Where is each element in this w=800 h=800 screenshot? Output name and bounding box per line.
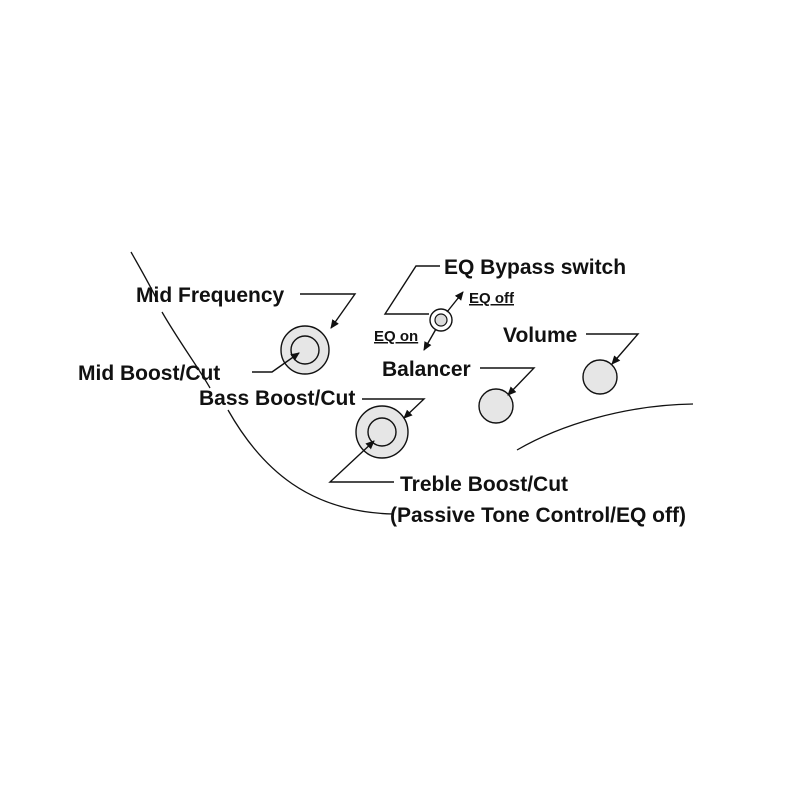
leader-bass-boost-cut	[362, 398, 426, 419]
label-passive-tone-control: (Passive Tone Control/EQ off)	[390, 504, 686, 527]
balancer-knob[interactable]	[478, 388, 514, 424]
mid-boost-cut-knob[interactable]	[290, 335, 320, 365]
volume-knob[interactable]	[582, 359, 618, 395]
label-balancer: Balancer	[382, 358, 471, 381]
eq-bypass-switch-lever[interactable]	[434, 313, 448, 327]
label-eq-bypass-switch: EQ Bypass switch	[444, 256, 626, 279]
leader-treble-boost-cut	[328, 440, 394, 483]
leader-balancer	[480, 367, 536, 396]
leader-mid-frequency	[300, 293, 357, 329]
label-mid-frequency: Mid Frequency	[136, 284, 285, 307]
leader-mid-boost-cut	[252, 352, 300, 373]
label-bass-boost-cut: Bass Boost/Cut	[199, 387, 355, 410]
leader-lines	[252, 265, 640, 483]
body-edge-left-upper	[130, 251, 159, 303]
body-edge-right	[516, 403, 694, 451]
label-mid-boost-cut: Mid Boost/Cut	[78, 362, 220, 385]
label-treble-boost-cut: Treble Boost/Cut	[400, 473, 568, 496]
arrow-eq-off	[446, 291, 464, 313]
label-volume: Volume	[503, 324, 577, 347]
body-edge-left-lower	[161, 311, 211, 389]
arrow-eq-on	[423, 328, 437, 351]
label-eq-on: EQ on	[374, 328, 418, 345]
guitar-body-outline	[130, 251, 694, 515]
label-eq-off: EQ off	[469, 290, 515, 307]
leader-volume	[586, 333, 640, 365]
mid-knob[interactable]	[280, 325, 330, 375]
leader-eq-bypass	[383, 265, 440, 315]
body-edge-left-bottom	[227, 409, 394, 515]
treble-boost-cut-knob[interactable]	[367, 417, 397, 447]
eq-bypass-switch[interactable]	[429, 308, 453, 332]
